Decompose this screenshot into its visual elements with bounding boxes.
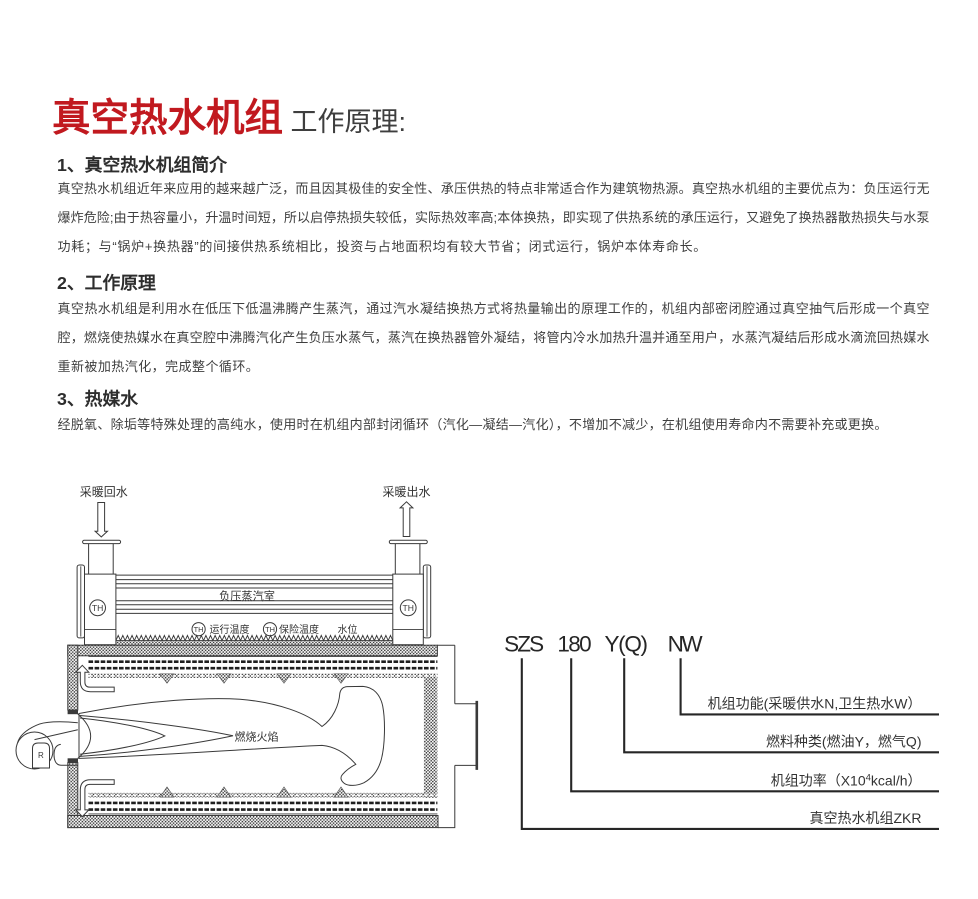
svg-text:采暖回水: 采暖回水: [80, 485, 128, 499]
svg-text:保险温度: 保险温度: [279, 623, 319, 636]
svg-text:水位: 水位: [338, 623, 358, 636]
svg-text:180: 180: [557, 631, 591, 656]
svg-text:TH: TH: [402, 603, 413, 613]
svg-text:燃料种类(燃油Y，燃气Q): 燃料种类(燃油Y，燃气Q): [766, 733, 922, 749]
svg-text:真空热水机组ZKR: 真空热水机组ZKR: [810, 810, 922, 826]
svg-text:SZS: SZS: [504, 631, 544, 656]
svg-text:机组功率（X104kcal/h）: 机组功率（X104kcal/h）: [771, 772, 922, 788]
svg-text:TH: TH: [92, 603, 103, 613]
svg-text:机组功能(采暖供水N,卫生热水W）: 机组功能(采暖供水N,卫生热水W）: [708, 695, 922, 711]
svg-text:负压蒸汽室: 负压蒸汽室: [219, 589, 275, 603]
svg-text:运行温度: 运行温度: [210, 623, 250, 636]
svg-text:Y(Q): Y(Q): [605, 631, 649, 656]
svg-text:TH: TH: [194, 625, 204, 634]
svg-text:采暖出水: 采暖出水: [382, 485, 430, 499]
svg-text:燃烧火焰: 燃烧火焰: [235, 730, 279, 744]
svg-text:R: R: [38, 751, 44, 760]
svg-text:TH: TH: [265, 625, 275, 634]
svg-text:NW: NW: [668, 631, 704, 656]
